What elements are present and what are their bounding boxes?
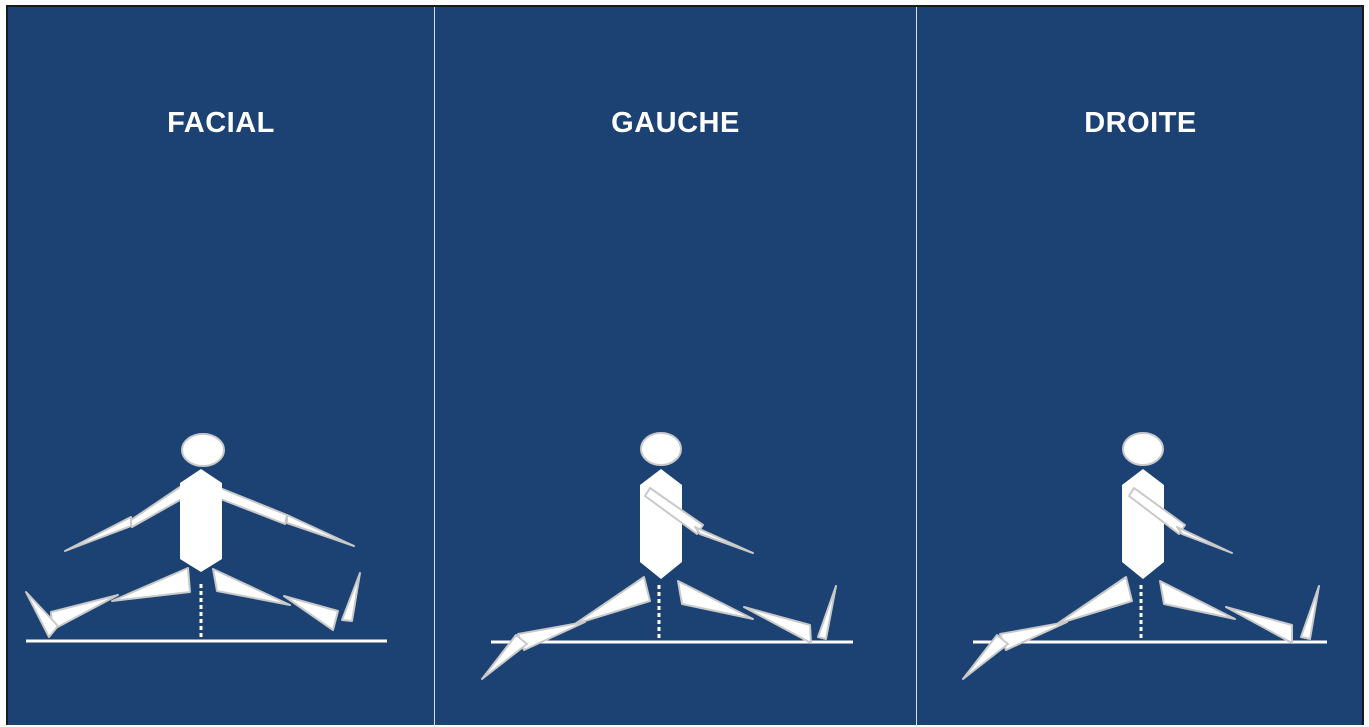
panel-droite: DROITE (917, 7, 1364, 727)
panel-facial: FACIAL (8, 7, 434, 727)
forearm (695, 527, 753, 553)
split-figure-front-view (8, 7, 434, 727)
back-thigh (678, 581, 753, 619)
right-shin (284, 596, 338, 630)
forearm (1177, 527, 1232, 553)
front-thigh (1057, 577, 1132, 624)
back-foot (1301, 586, 1319, 639)
front-shin (518, 622, 585, 650)
right-foot (342, 573, 360, 621)
split-figure-left-view (435, 7, 916, 727)
split-figure-right-view (917, 7, 1364, 727)
left-shin (51, 595, 118, 630)
torso (180, 469, 222, 572)
right-thigh (213, 569, 290, 605)
back-thigh (1160, 581, 1235, 619)
torso (1122, 469, 1164, 579)
back-shin (1226, 607, 1292, 643)
back-foot (818, 586, 836, 639)
torso (640, 469, 682, 579)
panel-gauche: GAUCHE (435, 7, 916, 727)
right-forearm (287, 515, 354, 546)
head (182, 434, 224, 466)
left-upper-arm (128, 487, 187, 527)
head (1123, 433, 1163, 465)
front-shin (1000, 622, 1067, 650)
front-thigh (575, 577, 650, 624)
left-forearm (65, 517, 131, 551)
diagram-frame: FACIAL GAUCHE (6, 5, 1364, 725)
back-shin (744, 607, 811, 643)
right-upper-arm (218, 488, 287, 524)
head (641, 433, 681, 465)
left-thigh (112, 568, 190, 601)
